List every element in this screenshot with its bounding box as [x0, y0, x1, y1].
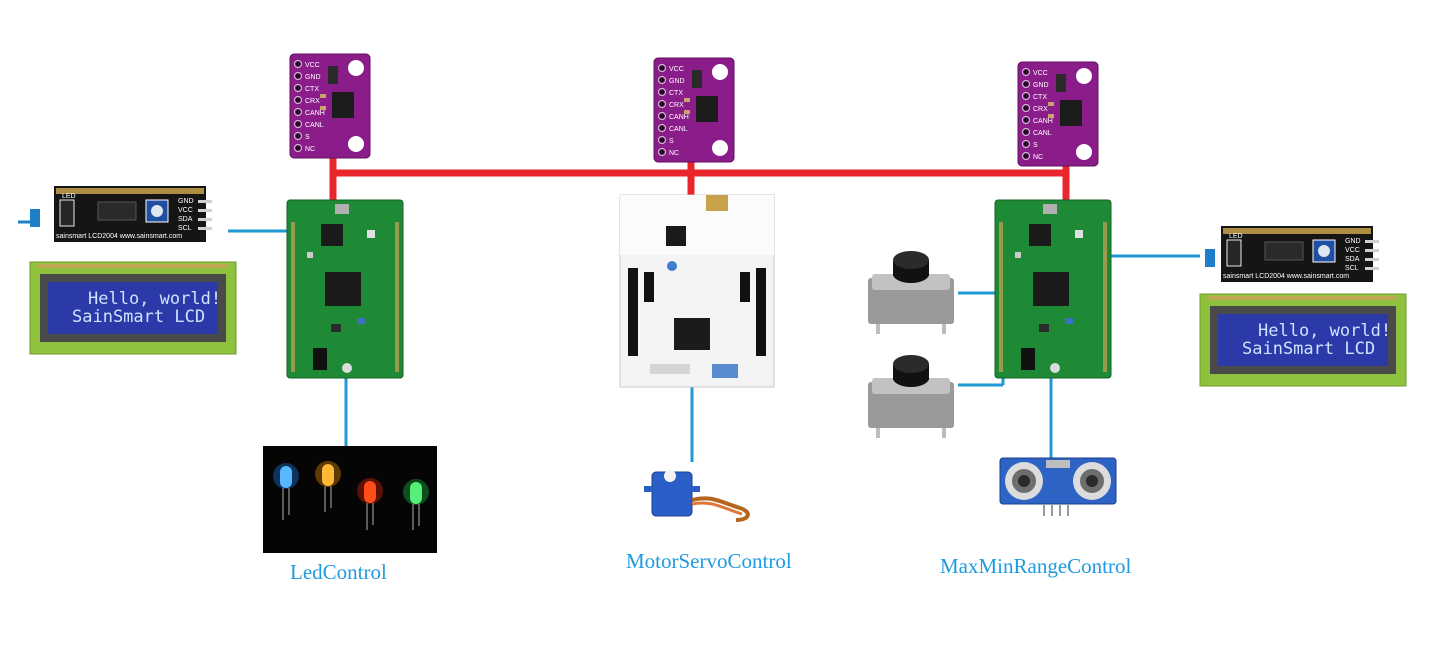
pin-label: NC [1033, 154, 1043, 161]
pin-label: NC [669, 150, 679, 157]
pin-label: CANL [305, 122, 324, 129]
backpack-text: sainsmart LCD2004 www.sainsmart.com [56, 233, 182, 240]
discovery-board-icon [994, 199, 1112, 379]
pin-label: GND [1033, 82, 1049, 89]
jumper-icon [18, 209, 40, 227]
discovery-board-icon [286, 199, 404, 379]
push-button-icon [868, 355, 954, 438]
pin-label: S [1033, 142, 1038, 149]
pin-label: CRX [669, 102, 684, 109]
ultrasonic-sensor-icon [999, 457, 1117, 516]
backpack-led-label: LED [62, 193, 76, 200]
i2c-backpack-icon: LED sainsmart LCD2004 www.sainsmart.com … [1220, 225, 1380, 283]
backpack-text: sainsmart LCD2004 www.sainsmart.com [1223, 273, 1349, 280]
lcd-line-2: SainSmart LCD [1242, 339, 1375, 359]
pin-label: VCC [305, 62, 320, 69]
jumper-icon [1205, 249, 1215, 267]
pin-label: CRX [1033, 106, 1048, 113]
lcd-line-2: SainSmart LCD [72, 307, 205, 327]
pin-label: CANH [1033, 118, 1053, 125]
lcd-line-1: Hello, world! [88, 289, 221, 309]
pin-label: CANL [1033, 130, 1052, 137]
led-blue [273, 463, 299, 520]
pin-label: GND [305, 74, 321, 81]
lcd-display-icon: Hello, world! SainSmart LCD [29, 261, 237, 355]
backpack-pin: SDA [178, 216, 193, 223]
push-button-icon [868, 251, 954, 334]
can-transceiver-icon: VCC GND CTX CRX CANH CANL S NC [289, 53, 371, 159]
pin-label: S [669, 138, 674, 145]
pin-label: CTX [1033, 94, 1047, 101]
backpack-pin: GND [178, 198, 194, 205]
pin-label: VCC [1033, 70, 1048, 77]
i2c-backpack-icon: LED sainsmart LCD2004 www.sainsmart.com … [53, 185, 213, 243]
pin-label: CANL [669, 126, 688, 133]
can-transceiver-icon: VCC GND CTX CRX CANH CANL S NC [1017, 61, 1099, 167]
led-array-icon [263, 446, 437, 553]
pin-label: CTX [669, 90, 683, 97]
backpack-pin: SCL [1345, 265, 1359, 272]
pin-label: GND [669, 78, 685, 85]
can-transceiver-icon: VCC GND CTX CRX CANH CANL S NC [653, 57, 735, 163]
caption-led-control: LedControl [290, 560, 387, 584]
pin-label: CANH [305, 110, 325, 117]
nucleo-board-icon [619, 194, 775, 388]
caption-motor-servo-control: MotorServoControl [626, 549, 792, 573]
pin-label: CANH [669, 114, 689, 121]
backpack-pin: SCL [178, 225, 192, 232]
pin-label: NC [305, 146, 315, 153]
pin-label: CTX [305, 86, 319, 93]
led-red [357, 478, 383, 530]
led-green [403, 479, 429, 530]
lcd-display-icon: Hello, world! SainSmart LCD [1199, 293, 1407, 387]
lcd-line-1: Hello, world! [1258, 321, 1391, 341]
caption-max-min-range-control: MaxMinRangeControl [940, 554, 1132, 578]
backpack-led-label: LED [1229, 233, 1243, 240]
led-orange [315, 461, 341, 512]
backpack-pin: VCC [1345, 247, 1360, 254]
pin-label: S [305, 134, 310, 141]
servo-motor-icon [644, 470, 750, 522]
pin-label: CRX [305, 98, 320, 105]
backpack-pin: SDA [1345, 256, 1360, 263]
backpack-pin: VCC [178, 207, 193, 214]
pin-label: VCC [669, 66, 684, 73]
backpack-pin: GND [1345, 238, 1361, 245]
